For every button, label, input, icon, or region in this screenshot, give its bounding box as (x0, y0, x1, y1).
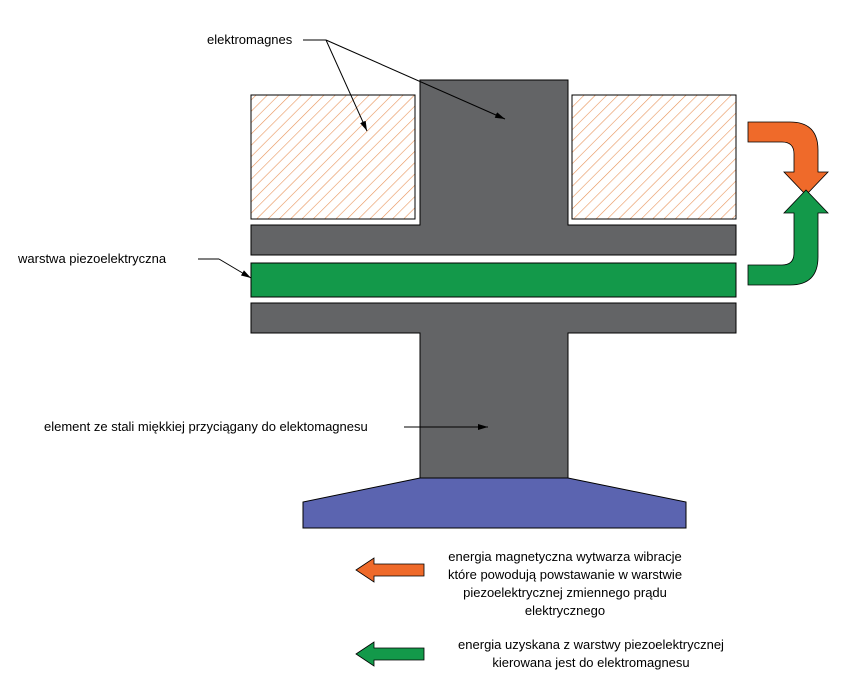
legend-orange-line: piezoelektrycznej zmiennego prądu (463, 585, 667, 600)
legend-green-text: energia uzyskana z warstwy piezoelektryc… (428, 636, 754, 672)
legend-green-arrow (355, 641, 425, 667)
leader-piezo (218, 258, 252, 279)
label-steel-element: element ze stali miękkiej przyciągany do… (44, 419, 368, 434)
label-electromagnet: elektromagnes (207, 32, 293, 47)
base-plate (302, 477, 687, 529)
legend-orange-arrow (355, 557, 425, 583)
coil-left (250, 94, 416, 220)
legend-green-line: kierowana jest do elektromagnesu (492, 655, 690, 670)
piezo-layer (250, 262, 737, 298)
legend-orange-line: energia magnetyczna wytwarza wibracje (448, 549, 682, 564)
legend-green-line: energia uzyskana z warstwy piezoelektryc… (458, 637, 724, 652)
legend-orange-line: które powodują powstawanie w warstwie (447, 567, 683, 582)
label-piezo-layer: warstwa piezoelektryczna (17, 251, 167, 266)
coil-right (571, 94, 737, 220)
green-flow-arrow (747, 189, 829, 286)
leader-electromagnet-core (325, 39, 506, 120)
steel-element (250, 302, 737, 479)
orange-flow-arrow (747, 121, 829, 196)
legend-orange-text: energia magnetyczna wytwarza wibracje kt… (430, 548, 700, 620)
electromagnet-core (250, 79, 737, 256)
leader-electromagnet-coil (325, 39, 368, 132)
legend-orange-line: elektrycznego (524, 603, 606, 618)
